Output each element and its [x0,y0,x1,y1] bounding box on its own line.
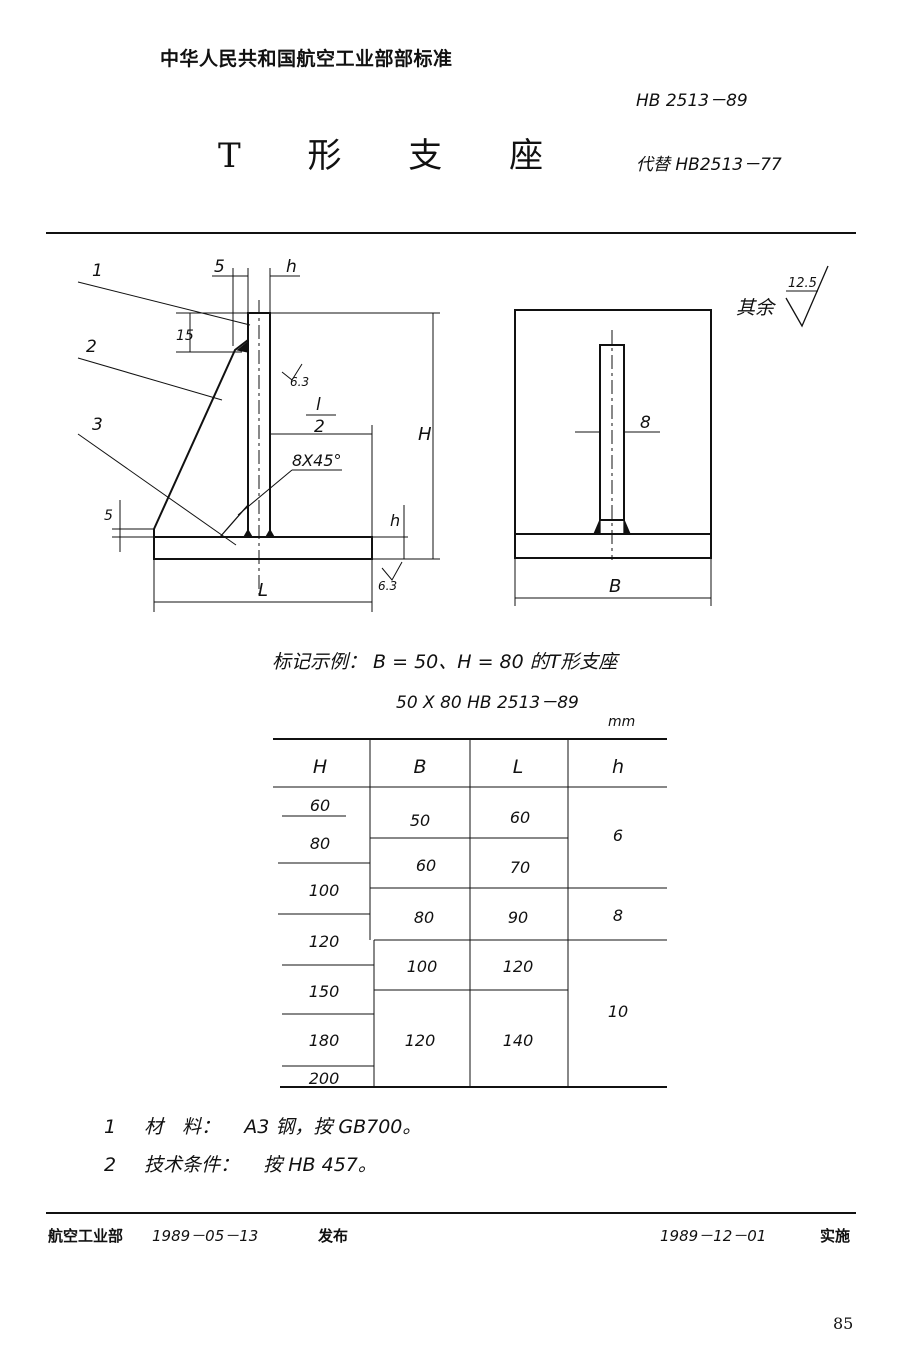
side-view [77,268,440,612]
table-L-60: 60 [509,808,531,827]
header-divider [46,232,856,234]
table-header-B: B [413,756,427,778]
front-view [514,265,829,606]
table-L-120: 120 [502,957,534,976]
dim-B: B [609,576,621,597]
table-H-60: 60 [309,796,331,815]
dimension-table-grid [273,738,667,1088]
page-title: T 形 支 座 [218,136,572,176]
marking-example: 标记示例： B = 50、H = 80 的T形支座 [272,651,618,673]
table-unit: mm [608,714,636,730]
technical-drawing: 1 2 3 5 h 15 5 6.3 l 2 8X45° H h 6.3 L 8… [77,257,829,612]
note-2: 2 技术条件： 按 HB 457。 [104,1150,377,1177]
dim-15: 15 [176,328,194,344]
note-2-number: 2 [104,1154,117,1176]
table-L-140: 140 [502,1031,534,1050]
page-number: 85 [833,1314,854,1333]
table-H-200: 200 [308,1069,340,1088]
table-h-6: 6 [612,826,624,845]
dim-left-5: 5 [104,508,113,524]
table-B-60: 60 [415,856,437,875]
footer-issuer: 航空工业部 [48,1227,124,1245]
table-H-120: 120 [308,932,340,951]
table-L-90: 90 [507,908,529,927]
table-B-80: 80 [413,908,435,927]
standard-code: HB 2513－89 [636,91,748,111]
table-header-L: L [512,756,524,778]
marking-example-code: 50 X 80 HB 2513－89 [396,693,579,713]
note-1: 1 材 料： A3 钢，按 GB700。 [104,1112,421,1139]
note-2-text: 按 HB 457。 [263,1154,377,1176]
table-H-100: 100 [308,881,340,900]
table-h-8: 8 [612,906,624,925]
table-B-50: 50 [409,811,431,830]
footer-effective: 实施 [820,1227,851,1245]
dim-8: 8 [640,413,651,433]
roughness-label-b: 6.3 [378,579,397,593]
callout-2: 2 [86,337,97,357]
dim-top-h: h [286,257,297,277]
standard-organization: 中华人民共和国航空工业部部标准 [160,48,453,70]
callout-1: 1 [92,261,103,281]
table-header-H: H [312,756,328,778]
dim-h-right: h [390,511,400,530]
footer-effective-date: 1989－12－01 [660,1227,767,1245]
note-2-label: 技术条件： [144,1154,240,1176]
roughness-label-a: 6.3 [290,375,309,389]
dim-l-half-den: 2 [314,417,325,437]
table-H-180: 180 [308,1031,340,1050]
table-H-150: 150 [308,982,340,1001]
table-header-h: h [611,756,625,778]
footer-issued: 发布 [318,1227,349,1245]
replaces-standard: 代替 HB2513－77 [636,155,782,175]
callout-3: 3 [92,415,103,435]
roughness-note-value: 12.5 [788,276,817,291]
dim-H: H [418,424,432,445]
table-B-100: 100 [406,957,438,976]
table-L-70: 70 [509,858,531,877]
note-1-label: 材 料： [144,1116,221,1138]
footer-divider [46,1212,856,1214]
dim-chamfer: 8X45° [292,451,342,470]
dim-L: L [258,580,268,601]
roughness-note-label: 其余 [736,297,777,319]
table-H-80: 80 [309,834,331,853]
note-1-number: 1 [104,1116,117,1138]
dim-l-half-num: l [316,395,321,415]
footer-issue-date: 1989－05－13 [152,1227,259,1245]
note-1-text: A3 钢，按 GB700。 [244,1116,422,1138]
table-B-120: 120 [404,1031,436,1050]
dim-top-5: 5 [214,257,225,277]
table-h-10: 10 [607,1002,629,1021]
